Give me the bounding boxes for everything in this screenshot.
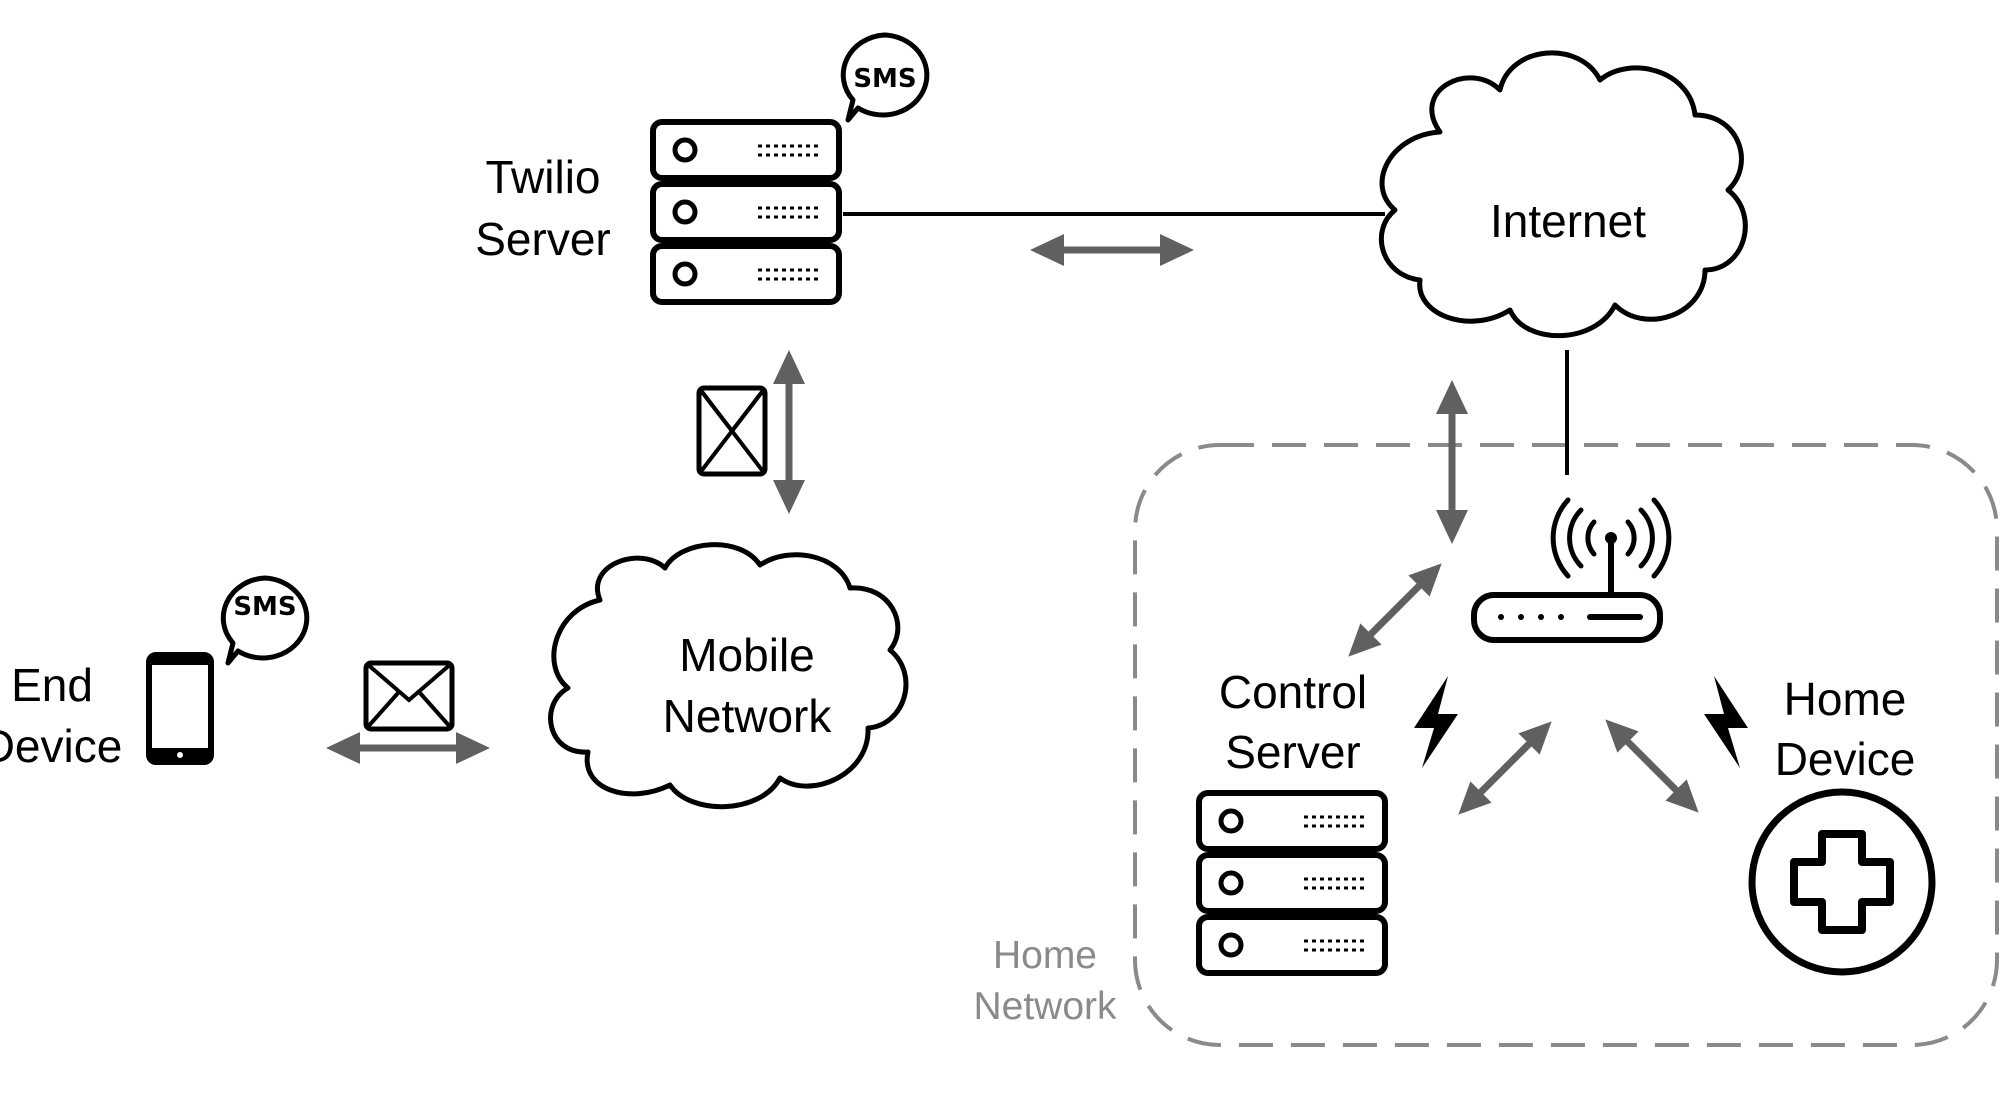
envelope-icon xyxy=(696,385,768,477)
envelope-icon xyxy=(363,660,455,732)
twilio-server-label-line2: Server xyxy=(475,213,610,265)
speech-bubble-icon xyxy=(840,32,930,123)
control-server-icon xyxy=(1199,793,1385,973)
home-network-label: Home xyxy=(993,934,1097,977)
double-arrow-icon xyxy=(1595,709,1710,824)
double-arrow-icon xyxy=(1448,711,1563,826)
smartphone-icon xyxy=(146,652,214,765)
double-arrow-icon xyxy=(773,350,805,514)
twilio-server-label: Twilio xyxy=(485,151,600,203)
lightning-bolt-icon xyxy=(1704,676,1748,768)
double-arrow-icon xyxy=(1030,234,1194,266)
control-server-label: Control xyxy=(1219,666,1367,718)
cloud-icon xyxy=(1378,50,1748,339)
twilio-server-icon xyxy=(653,122,839,302)
mobile-network-label-line2: Network xyxy=(663,690,833,742)
lightning-bolt-icon xyxy=(1414,676,1458,768)
mobile-network-label: Mobile xyxy=(679,629,815,681)
control-server-label-line2: Server xyxy=(1225,726,1360,778)
home-device-label: Home xyxy=(1784,673,1907,725)
end-device-label: End xyxy=(11,659,93,711)
end-device-sms-badge: SMS xyxy=(233,592,296,622)
cloud-icon xyxy=(548,542,909,810)
medical-cross-icon xyxy=(1748,788,1936,976)
speech-bubble-icon xyxy=(220,575,310,666)
home-device-label-line2: Device xyxy=(1775,733,1916,785)
home-network-label-line2: Network xyxy=(973,985,1117,1028)
end-device-label-line2: Device xyxy=(0,720,122,772)
twilio-sms-badge: SMS xyxy=(853,64,916,94)
wifi-router-icon xyxy=(1471,497,1672,643)
double-arrow-icon xyxy=(1338,553,1453,668)
internet-label: Internet xyxy=(1490,195,1646,247)
double-arrow-icon xyxy=(1436,380,1468,544)
double-arrow-icon xyxy=(326,732,490,764)
